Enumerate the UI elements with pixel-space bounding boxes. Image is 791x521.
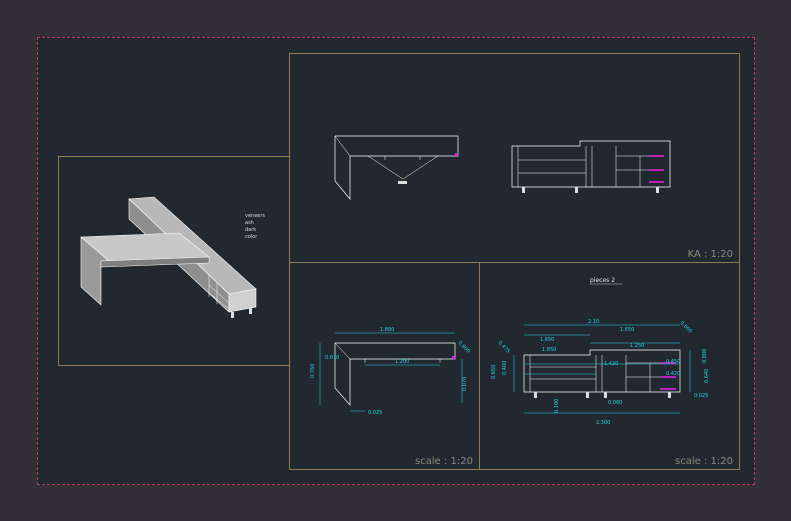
dimension-label: 0.070 (462, 377, 468, 391)
dimension-label: 0.760 (310, 364, 316, 378)
scale-label: KA : 1:20 (687, 249, 733, 260)
dimension-label: 1.420 (604, 361, 618, 367)
elevation-drawing (334, 135, 671, 200)
dimension-label: 0.420 (666, 371, 680, 377)
viewport-cabinet-dimensions[interactable]: pieces 2 (479, 262, 740, 470)
dimension-label: 0.800 (457, 340, 471, 354)
dimension-label: 0.600 (679, 320, 693, 334)
viewport-desk-dimensions[interactable]: 1.800 0.760 0.070 1.200 0.800 0.070 0.02… (289, 262, 480, 470)
dimension-label: 0.025 (694, 393, 708, 399)
dimension-label: 0.650 (491, 365, 497, 379)
dimension-label: 0.400 (502, 361, 508, 375)
scale-label: scale : 1:20 (675, 456, 733, 467)
dimension-label: 1.800 (380, 327, 394, 333)
note-line: veneers (245, 213, 265, 219)
scale-label: scale : 1:20 (415, 456, 473, 467)
viewport-isometric[interactable]: veneers ash dark color (58, 156, 290, 366)
dimension-label: 2.300 (596, 420, 610, 426)
dimension-label: 2.10 (588, 319, 599, 325)
dimension-label: 0.100 (554, 399, 560, 413)
material-note: veneers ash dark color (245, 213, 265, 240)
note-line: dark (245, 227, 256, 233)
note-line: ash (245, 220, 254, 226)
isometric-drawing: veneers ash dark color (80, 196, 265, 318)
dimension-label: 0.450 (666, 359, 680, 365)
cabinet-dimension-drawing: pieces 2 (491, 277, 710, 426)
dimension-label: 0.475 (497, 340, 511, 354)
dimension-label: 0.060 (608, 400, 622, 406)
dimension-label: 0.025 (368, 410, 382, 416)
dimension-label: 1.650 (540, 337, 554, 343)
dimension-label: 1.650 (620, 327, 634, 333)
dimension-label: 1.200 (395, 359, 409, 365)
section-title: pieces 2 (590, 277, 615, 284)
note-line: color (245, 234, 258, 240)
drawing-sheet: veneers ash dark color (37, 37, 755, 485)
dimension-label: 0.800 (702, 349, 708, 363)
dimension-label: 1.250 (630, 343, 644, 349)
dimension-label: 0.640 (704, 369, 710, 383)
dimension-label: 0.070 (325, 355, 339, 361)
dimension-label: 1.850 (542, 347, 556, 353)
viewport-elevations[interactable]: KA : 1:20 (289, 53, 740, 263)
desk-dimension-drawing: 1.800 0.760 0.070 1.200 0.800 0.070 0.02… (310, 327, 471, 416)
